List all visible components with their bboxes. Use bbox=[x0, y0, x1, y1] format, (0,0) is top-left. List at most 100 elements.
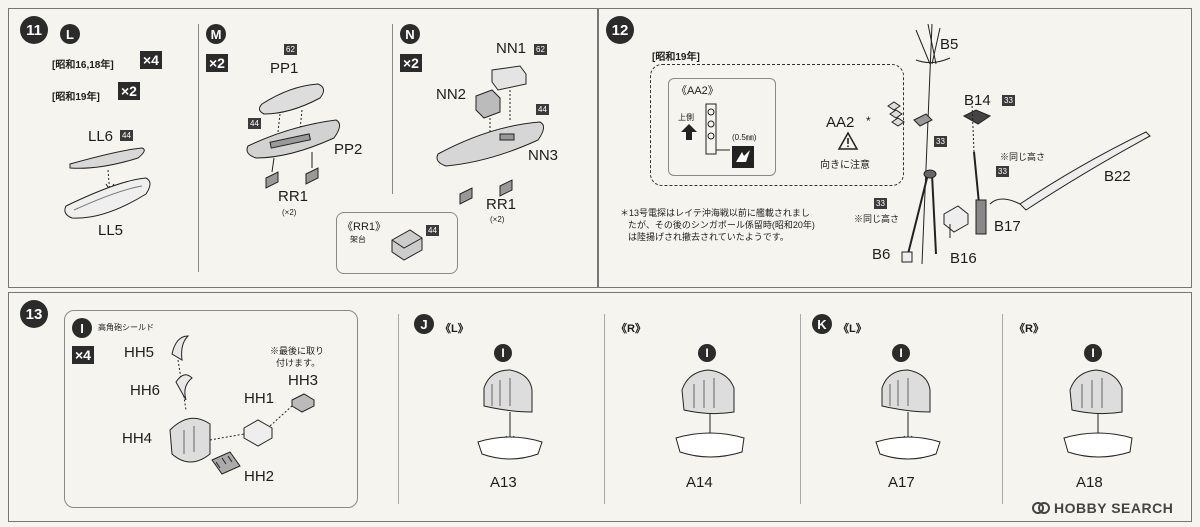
part-nn2-label: NN2 bbox=[436, 86, 467, 103]
qty-badge-l1: ×4 bbox=[140, 51, 162, 69]
turret-a14-drawing bbox=[675, 369, 745, 458]
aa2-thickness-label: (0.5㎜) bbox=[732, 133, 757, 142]
part-ll5-label: LL5 bbox=[98, 222, 124, 239]
divider-13-b bbox=[604, 314, 605, 504]
step-11-panel bbox=[8, 8, 598, 288]
cut-tool-icon bbox=[732, 146, 754, 168]
shield-assembly-drawing bbox=[169, 335, 315, 475]
part-hh2-label: HH2 bbox=[244, 468, 275, 485]
caution-label: 向きに注意 bbox=[820, 160, 870, 171]
mast-assembly-drawing bbox=[887, 23, 1151, 265]
watermark-logo: HOBBY SEARCH bbox=[1032, 500, 1173, 516]
k-right-label: 《R》 bbox=[1014, 323, 1044, 335]
j-right-i-badge: I bbox=[698, 344, 716, 362]
part-nn3-number: 44 bbox=[536, 104, 549, 115]
era-label-1: [昭和16,18年] bbox=[52, 60, 114, 71]
part-hh5-label: HH5 bbox=[124, 344, 155, 361]
qty-badge-m: ×2 bbox=[206, 54, 228, 72]
aa2-detail-box bbox=[650, 64, 904, 186]
rr1-inset-caption: 架台 bbox=[350, 235, 366, 244]
aa2-inner-box bbox=[668, 78, 776, 176]
same-height-note-2: ※同じ高さ bbox=[854, 214, 900, 224]
qty-badge-l2: ×2 bbox=[118, 82, 140, 100]
sub-step-l: L bbox=[60, 24, 80, 44]
last-note-2: 付けます。 bbox=[276, 358, 321, 368]
rr1-inset-number: 44 bbox=[426, 225, 439, 236]
shield-title: 高角砲シールド bbox=[98, 323, 154, 332]
last-note-1: ※最後に取り bbox=[270, 346, 325, 356]
radar-note-line-3: は陸揚げされ撤去されていたようです。 bbox=[628, 232, 789, 242]
sub-step-n: N bbox=[400, 24, 420, 44]
divider-m-n bbox=[392, 24, 393, 194]
turret-a13-drawing bbox=[477, 369, 543, 460]
part-33-number-c: 33 bbox=[874, 198, 887, 209]
part-b22-label: B22 bbox=[1104, 168, 1131, 185]
boat-nn-drawing bbox=[436, 65, 544, 205]
part-a13-label: A13 bbox=[490, 474, 517, 491]
part-b6-label: B6 bbox=[872, 246, 891, 263]
part-nn1-label: NN1 bbox=[496, 40, 527, 57]
turret-a17-drawing bbox=[875, 369, 941, 460]
part-ll6-label: LL6 bbox=[88, 128, 114, 145]
part-hh6-label: HH6 bbox=[130, 382, 161, 399]
step-13-panel bbox=[8, 292, 1192, 522]
era-label-2: [昭和19年] bbox=[52, 92, 100, 103]
aa2-detail-title: 《AA2》 bbox=[676, 85, 719, 97]
part-a18-label: A18 bbox=[1076, 474, 1103, 491]
radar-note-line-1: ＊13号電探はレイテ沖海戦以前に艦載されまし bbox=[620, 208, 810, 218]
sub-step-k: K bbox=[812, 314, 832, 334]
sub-step-j: J bbox=[414, 314, 434, 334]
step-13-number: 13 bbox=[20, 300, 48, 328]
part-rr1-label-n: RR1 bbox=[486, 196, 517, 213]
part-a17-label: A17 bbox=[888, 474, 915, 491]
caution-icon bbox=[837, 131, 859, 150]
part-hh3-label: HH3 bbox=[288, 372, 319, 389]
shield-inset-box bbox=[64, 310, 358, 508]
same-height-note-1: ※同じ高さ bbox=[1000, 152, 1046, 162]
boat-pp-drawing bbox=[246, 83, 340, 189]
step-12-panel bbox=[598, 8, 1192, 288]
part-rr1-qty-n: (×2) bbox=[490, 215, 505, 224]
divider-13-c bbox=[800, 314, 801, 504]
divider-13-d bbox=[1002, 314, 1003, 504]
part-pp2-label: PP2 bbox=[334, 141, 363, 158]
part-33-number-b: 33 bbox=[996, 166, 1009, 177]
qty-badge-n: ×2 bbox=[400, 54, 422, 72]
aa2-star: * bbox=[866, 114, 871, 128]
j-right-label: 《R》 bbox=[616, 323, 646, 335]
divider-13-a bbox=[398, 314, 399, 504]
part-pp1-number: 62 bbox=[284, 44, 297, 55]
aa2-label: AA2 bbox=[826, 114, 855, 131]
part-b16-label: B16 bbox=[950, 250, 977, 267]
k-left-i-badge: I bbox=[892, 344, 910, 362]
part-nn3-label: NN3 bbox=[528, 147, 559, 164]
part-b17-label: B17 bbox=[994, 218, 1021, 235]
part-hh1-label: HH1 bbox=[244, 390, 275, 407]
part-nn1-number: 62 bbox=[534, 44, 547, 55]
k-right-i-badge: I bbox=[1084, 344, 1102, 362]
rr1-inset-drawing bbox=[391, 229, 423, 261]
step-11-number: 11 bbox=[20, 16, 48, 44]
qty-badge-i: ×4 bbox=[72, 346, 94, 364]
part-pp2-number: 44 bbox=[248, 118, 261, 129]
part-rr1-label-m: RR1 bbox=[278, 188, 309, 205]
up-arrow-icon bbox=[681, 124, 697, 140]
j-left-i-badge: I bbox=[494, 344, 512, 362]
part-rr1-qty-m: (×2) bbox=[282, 208, 297, 217]
k-left-label: 《L》 bbox=[838, 323, 867, 335]
radar-note-line-2: たが、その後のシンガポール係留時(昭和20年) bbox=[628, 220, 815, 230]
divider-l-m bbox=[198, 24, 199, 272]
up-side-label: 上側 bbox=[678, 113, 694, 122]
sub-step-i: I bbox=[72, 318, 92, 338]
sub-step-m: M bbox=[206, 24, 226, 44]
part-b5-label: B5 bbox=[940, 36, 959, 53]
turret-a18-drawing bbox=[1063, 369, 1133, 458]
aa2-antenna-drawing bbox=[705, 103, 730, 155]
part-b14-label: B14 bbox=[964, 92, 991, 109]
era-label-12: [昭和19年] bbox=[652, 52, 700, 63]
part-a14-label: A14 bbox=[686, 474, 713, 491]
watermark-text: HOBBY SEARCH bbox=[1054, 500, 1174, 516]
rr1-inset-title: 《RR1》 bbox=[342, 221, 387, 233]
part-pp1-label: PP1 bbox=[270, 60, 299, 77]
boat-ll6-drawing bbox=[64, 147, 151, 219]
